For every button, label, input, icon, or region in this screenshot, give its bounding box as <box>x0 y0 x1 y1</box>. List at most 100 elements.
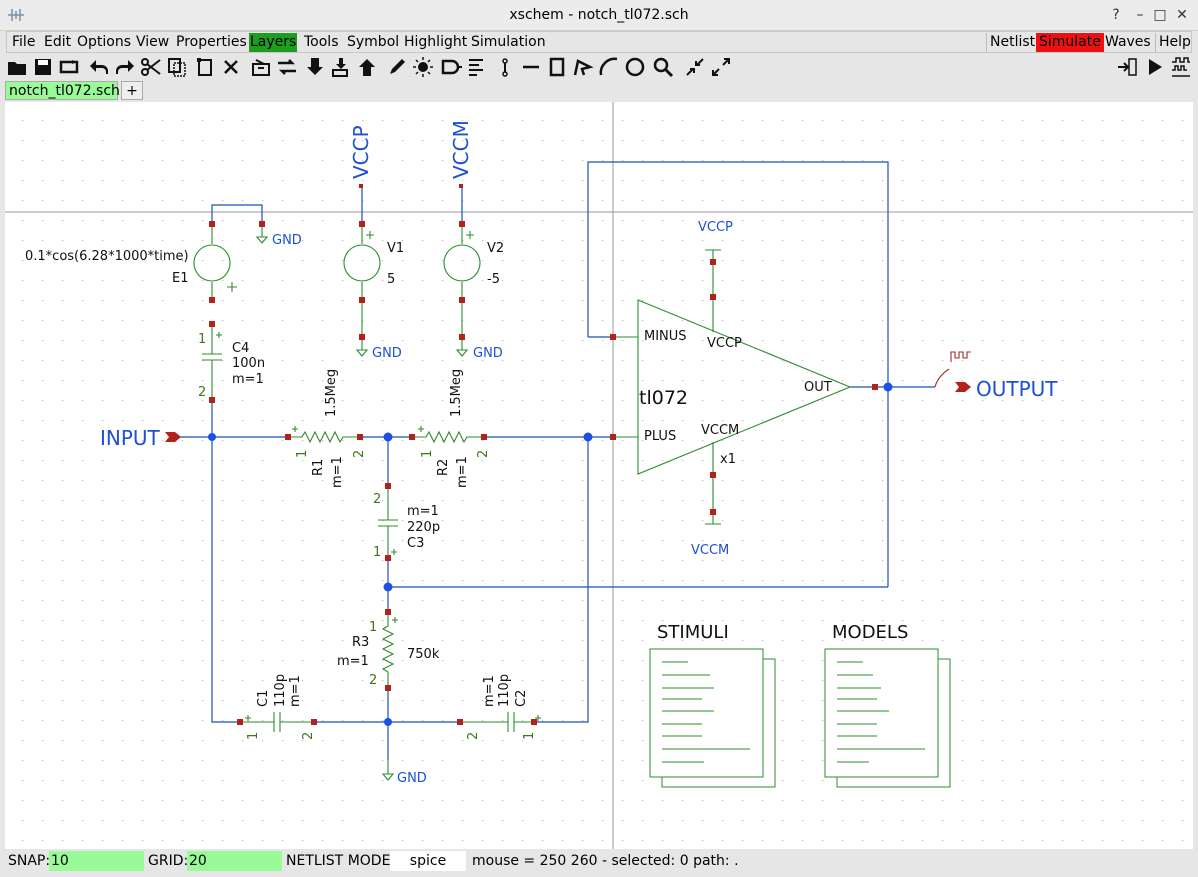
c1-name: C1 <box>256 690 271 707</box>
rect-icon[interactable] <box>546 56 568 78</box>
e1-source <box>193 224 237 300</box>
v2-value: -5 <box>487 272 500 287</box>
copy-icon[interactable] <box>166 56 188 78</box>
place-symbol-icon[interactable] <box>250 56 272 78</box>
undo-icon[interactable] <box>88 56 110 78</box>
help-button[interactable]: Help <box>1155 33 1192 52</box>
r2-pin-2: 2 <box>476 450 491 458</box>
pop-icon[interactable] <box>356 56 378 78</box>
circle-icon[interactable] <box>624 56 646 78</box>
close-window-button[interactable]: ✕ <box>1176 7 1188 23</box>
c4-multiplier: m=1 <box>232 372 264 387</box>
xschem-app-icon <box>8 9 24 21</box>
gnd-label-e1: GND <box>272 233 302 248</box>
r1-value: 1.5Meg <box>324 369 339 417</box>
menu-properties[interactable]: Properties <box>176 34 247 50</box>
mouse-status: mouse = 250 260 - selected: 0 path: . <box>472 853 739 869</box>
push-icon[interactable] <box>304 56 326 78</box>
vccm-label-top: VCCM <box>449 120 473 179</box>
grid-field[interactable]: 20 <box>187 851 282 871</box>
redo-icon[interactable] <box>114 56 136 78</box>
v1-value: 5 <box>387 272 395 287</box>
vccm-label-opamp: VCCM <box>691 543 729 558</box>
zoom-in-icon[interactable] <box>684 56 706 78</box>
opamp-tl072 <box>613 249 852 525</box>
align-icon[interactable] <box>466 56 488 78</box>
window-title: xschem - notch_tl072.sch <box>509 7 689 23</box>
snap-label: SNAP: <box>8 853 51 869</box>
zoom-icon[interactable] <box>652 56 674 78</box>
cut-icon[interactable] <box>140 56 162 78</box>
minimize-button[interactable]: – <box>1136 7 1144 23</box>
menu-simulation[interactable]: Simulation <box>471 34 546 50</box>
close-icon[interactable] <box>220 56 242 78</box>
make-symbol-icon[interactable] <box>330 56 352 78</box>
r2-resistor <box>412 426 484 444</box>
netlist-mode-field[interactable]: spice <box>390 851 466 871</box>
waves-icon[interactable] <box>1170 56 1192 78</box>
c4-name: C4 <box>232 341 249 356</box>
c2-multiplier: m=1 <box>482 675 497 707</box>
c2-value: 110p <box>497 674 512 707</box>
wire-icon[interactable] <box>494 56 516 78</box>
gnd-symbol-bottom <box>381 760 395 781</box>
c3-pin-1: 1 <box>373 545 381 560</box>
waves-button[interactable]: Waves <box>1105 34 1151 50</box>
r3-name: R3 <box>352 635 369 650</box>
tab-bar: notch_tl072.sch + <box>0 80 1198 102</box>
menu-highlight[interactable]: Highlight <box>404 34 468 50</box>
line-icon[interactable] <box>520 56 542 78</box>
e1-name: E1 <box>172 271 189 286</box>
v2-source <box>443 224 481 337</box>
delete-icon[interactable] <box>194 56 216 78</box>
help-window-button[interactable]: ? <box>1112 7 1120 23</box>
open-icon[interactable] <box>6 56 28 78</box>
edit-icon[interactable] <box>386 56 408 78</box>
status-bar: SNAP: 10 GRID: 20 NETLIST MODE: spice mo… <box>0 849 1198 877</box>
highlight-icon[interactable] <box>412 56 434 78</box>
r3-resistor <box>381 612 398 688</box>
grid-label: GRID: <box>148 853 189 869</box>
c3-name: C3 <box>407 536 424 551</box>
stimuli-block[interactable] <box>649 648 776 788</box>
r3-multiplier: m=1 <box>337 654 369 669</box>
schematic-canvas[interactable]: INPUT OUTPUT VCCP VCCM VCCP VCCM GND GND… <box>5 102 1193 849</box>
r1-name: R1 <box>311 459 326 476</box>
c1-pin-2: 2 <box>301 732 316 740</box>
move-icon[interactable] <box>276 56 298 78</box>
simulate-button[interactable]: Simulate <box>1036 33 1104 52</box>
toolbar <box>0 54 1198 80</box>
schematic-drawing[interactable]: INPUT OUTPUT VCCP VCCM VCCP VCCM GND GND… <box>5 102 1193 849</box>
add-tab-button[interactable]: + <box>121 81 143 100</box>
opamp-instance-name: x1 <box>720 452 736 467</box>
opamp-vccp-pin-label: VCCP <box>707 336 742 351</box>
save-icon[interactable] <box>32 56 54 78</box>
menu-symbol[interactable]: Symbol <box>347 34 400 50</box>
reload-icon[interactable] <box>58 56 80 78</box>
snap-field[interactable]: 10 <box>49 851 144 871</box>
zoom-fit-icon[interactable] <box>710 56 732 78</box>
polygon-icon[interactable] <box>572 56 594 78</box>
netlist-icon[interactable] <box>1116 56 1138 78</box>
menu-layers[interactable]: Layers <box>249 33 298 52</box>
maximize-button[interactable]: □ <box>1153 7 1167 23</box>
arc-icon[interactable] <box>598 56 620 78</box>
models-block[interactable] <box>824 648 951 788</box>
output-marker <box>934 351 971 388</box>
stimuli-block-title: STIMULI <box>657 622 729 643</box>
menu-edit[interactable]: Edit <box>44 34 72 50</box>
menu-tools[interactable]: Tools <box>304 34 339 50</box>
menu-bar: File Edit Options View Properties Layers… <box>6 31 1192 53</box>
v2-name: V2 <box>487 241 504 256</box>
vccp-label-top: VCCP <box>349 125 373 179</box>
c1-value: 110p <box>273 674 288 707</box>
menu-file[interactable]: File <box>12 34 36 50</box>
netlist-button[interactable]: Netlist <box>986 33 1036 52</box>
insert-symbol-icon[interactable] <box>440 56 462 78</box>
netlist-mode-label: NETLIST MODE: <box>286 853 396 869</box>
menu-options[interactable]: Options <box>77 34 132 50</box>
tab-notch-tl072[interactable]: notch_tl072.sch <box>5 81 120 100</box>
title-bar: xschem - notch_tl072.sch ? – □ ✕ <box>0 0 1198 31</box>
simulate-icon[interactable] <box>1144 56 1166 78</box>
menu-view[interactable]: View <box>136 34 170 50</box>
